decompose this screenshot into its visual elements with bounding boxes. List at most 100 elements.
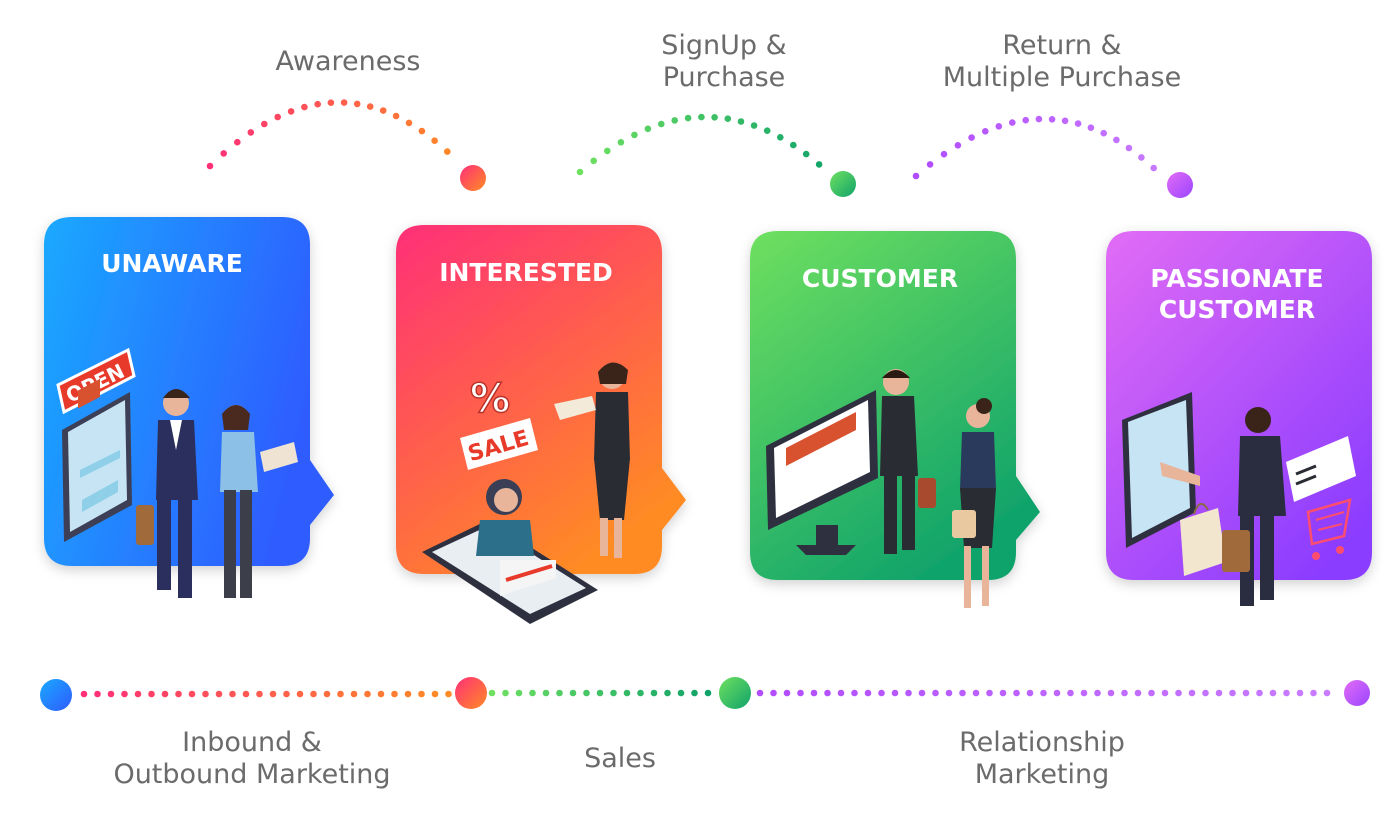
- timeline-dot: [905, 689, 912, 697]
- timeline-dot: [1175, 689, 1182, 697]
- timeline-dot: [1283, 689, 1290, 697]
- businessman-handshake-figure: [880, 369, 936, 554]
- arc-dot: [247, 129, 255, 136]
- arc-dot: [1113, 136, 1120, 144]
- timeline-dot: [256, 690, 263, 698]
- arc-end-node-purchase: [830, 171, 856, 197]
- timeline-dot: [431, 690, 439, 698]
- arc-dot: [392, 112, 400, 120]
- timeline-dot: [175, 690, 182, 698]
- arc-dot: [431, 137, 438, 144]
- timeline-dot: [1229, 689, 1236, 697]
- arc-dot: [287, 108, 295, 115]
- timeline-dot: [878, 689, 885, 697]
- arc-dot: [1074, 120, 1082, 127]
- timeline-dot: [783, 689, 791, 697]
- timeline-dot: [1310, 689, 1317, 697]
- arc-dot: [968, 134, 975, 141]
- timeline-dot: [1134, 689, 1142, 697]
- arc-dot: [1048, 116, 1056, 123]
- arc-dot: [631, 131, 638, 139]
- illustration-customer: [766, 369, 996, 608]
- businessman-back-figure: [1222, 407, 1286, 606]
- arc-dot: [444, 148, 451, 155]
- timeline-dot: [1296, 689, 1304, 697]
- timeline-dot: [704, 689, 712, 697]
- timeline-dot: [542, 689, 550, 697]
- timeline-node-end: [1344, 680, 1370, 706]
- arc-dot: [658, 120, 665, 128]
- timeline-dot: [1067, 689, 1074, 697]
- percent-symbol: %: [470, 376, 510, 422]
- transition-label-return-line1: Return &: [1002, 30, 1121, 61]
- timeline-dot: [932, 689, 939, 697]
- timeline-dot: [377, 690, 385, 698]
- timeline-dot: [1094, 689, 1101, 697]
- timeline-dot: [188, 690, 196, 698]
- timeline-dot: [121, 690, 128, 698]
- arc-dot: [301, 103, 308, 111]
- timeline-dot: [610, 689, 617, 697]
- arc-end-node-return: [1167, 172, 1193, 198]
- arc-dot: [234, 138, 241, 146]
- arc-dot: [698, 113, 705, 121]
- arc-dot: [617, 139, 625, 146]
- timeline-dot: [1013, 689, 1020, 697]
- timeline-dot: [404, 690, 412, 698]
- timeline-dot: [959, 689, 966, 697]
- tablet-screen-icon: [1122, 392, 1200, 548]
- timeline-dot: [1269, 689, 1277, 697]
- timeline-dot: [391, 690, 398, 698]
- arc-dot: [763, 127, 771, 134]
- arc-dot: [418, 127, 426, 135]
- timeline-dot: [1215, 689, 1223, 697]
- timeline-dot: [296, 690, 304, 698]
- arc-dot: [314, 100, 322, 108]
- stage-title-passionate-line2: CUSTOMER: [1159, 295, 1315, 324]
- phase-label-sales: Sales: [584, 743, 656, 774]
- arc-dot: [802, 150, 810, 158]
- timeline-node-customer: [719, 677, 751, 709]
- shopping-cart-icon: [1306, 498, 1352, 560]
- timeline-dot: [837, 689, 845, 697]
- timeline-dot: [1026, 689, 1034, 697]
- arc-dot: [1138, 154, 1145, 161]
- timeline-dot: [94, 690, 101, 698]
- timeline-dot: [1323, 689, 1331, 697]
- online-store-monitor-icon: [766, 390, 878, 555]
- stage-title-passionate-line1: PASSIONATE: [1150, 264, 1323, 293]
- stage-card-customer: CUSTOMER: [750, 231, 1040, 608]
- shopping-bag-icon: [1180, 503, 1226, 576]
- timeline-dot: [569, 689, 577, 697]
- stage-card-passionate-customer: PASSIONATE CUSTOMER: [1106, 231, 1372, 606]
- top-dotted-arcs: [206, 99, 1157, 180]
- arc-dot: [737, 118, 745, 125]
- timeline-dot: [310, 690, 317, 698]
- arc-dot: [644, 125, 652, 133]
- arc-dot: [405, 119, 413, 127]
- stage-card-interested: INTERESTED % SALE: [396, 225, 686, 624]
- stage-title-customer: CUSTOMER: [802, 264, 958, 293]
- timeline-dot: [650, 689, 658, 697]
- timeline-dot: [269, 690, 277, 698]
- arc-dot: [590, 157, 597, 165]
- transition-label-return-line2: Multiple Purchase: [943, 62, 1181, 93]
- timeline-dot: [556, 689, 563, 697]
- arc-dot: [1087, 124, 1095, 131]
- arc-dot: [982, 128, 989, 135]
- arc-dot: [379, 107, 387, 114]
- timeline-dot: [134, 690, 142, 698]
- arc-dot: [790, 141, 797, 149]
- timeline-dot: [972, 689, 980, 697]
- arc-dot: [1009, 119, 1016, 126]
- timeline-dot: [148, 690, 155, 698]
- timeline-dot: [756, 689, 764, 697]
- arc-dot: [220, 150, 227, 157]
- transition-label-signup-line1: SignUp &: [661, 30, 786, 61]
- timeline-dot: [161, 690, 169, 698]
- timeline-dot: [1148, 689, 1155, 697]
- illustration-interested: % SALE: [422, 362, 630, 624]
- arc-dot: [724, 115, 732, 122]
- shop-tablet-icon: [62, 378, 132, 542]
